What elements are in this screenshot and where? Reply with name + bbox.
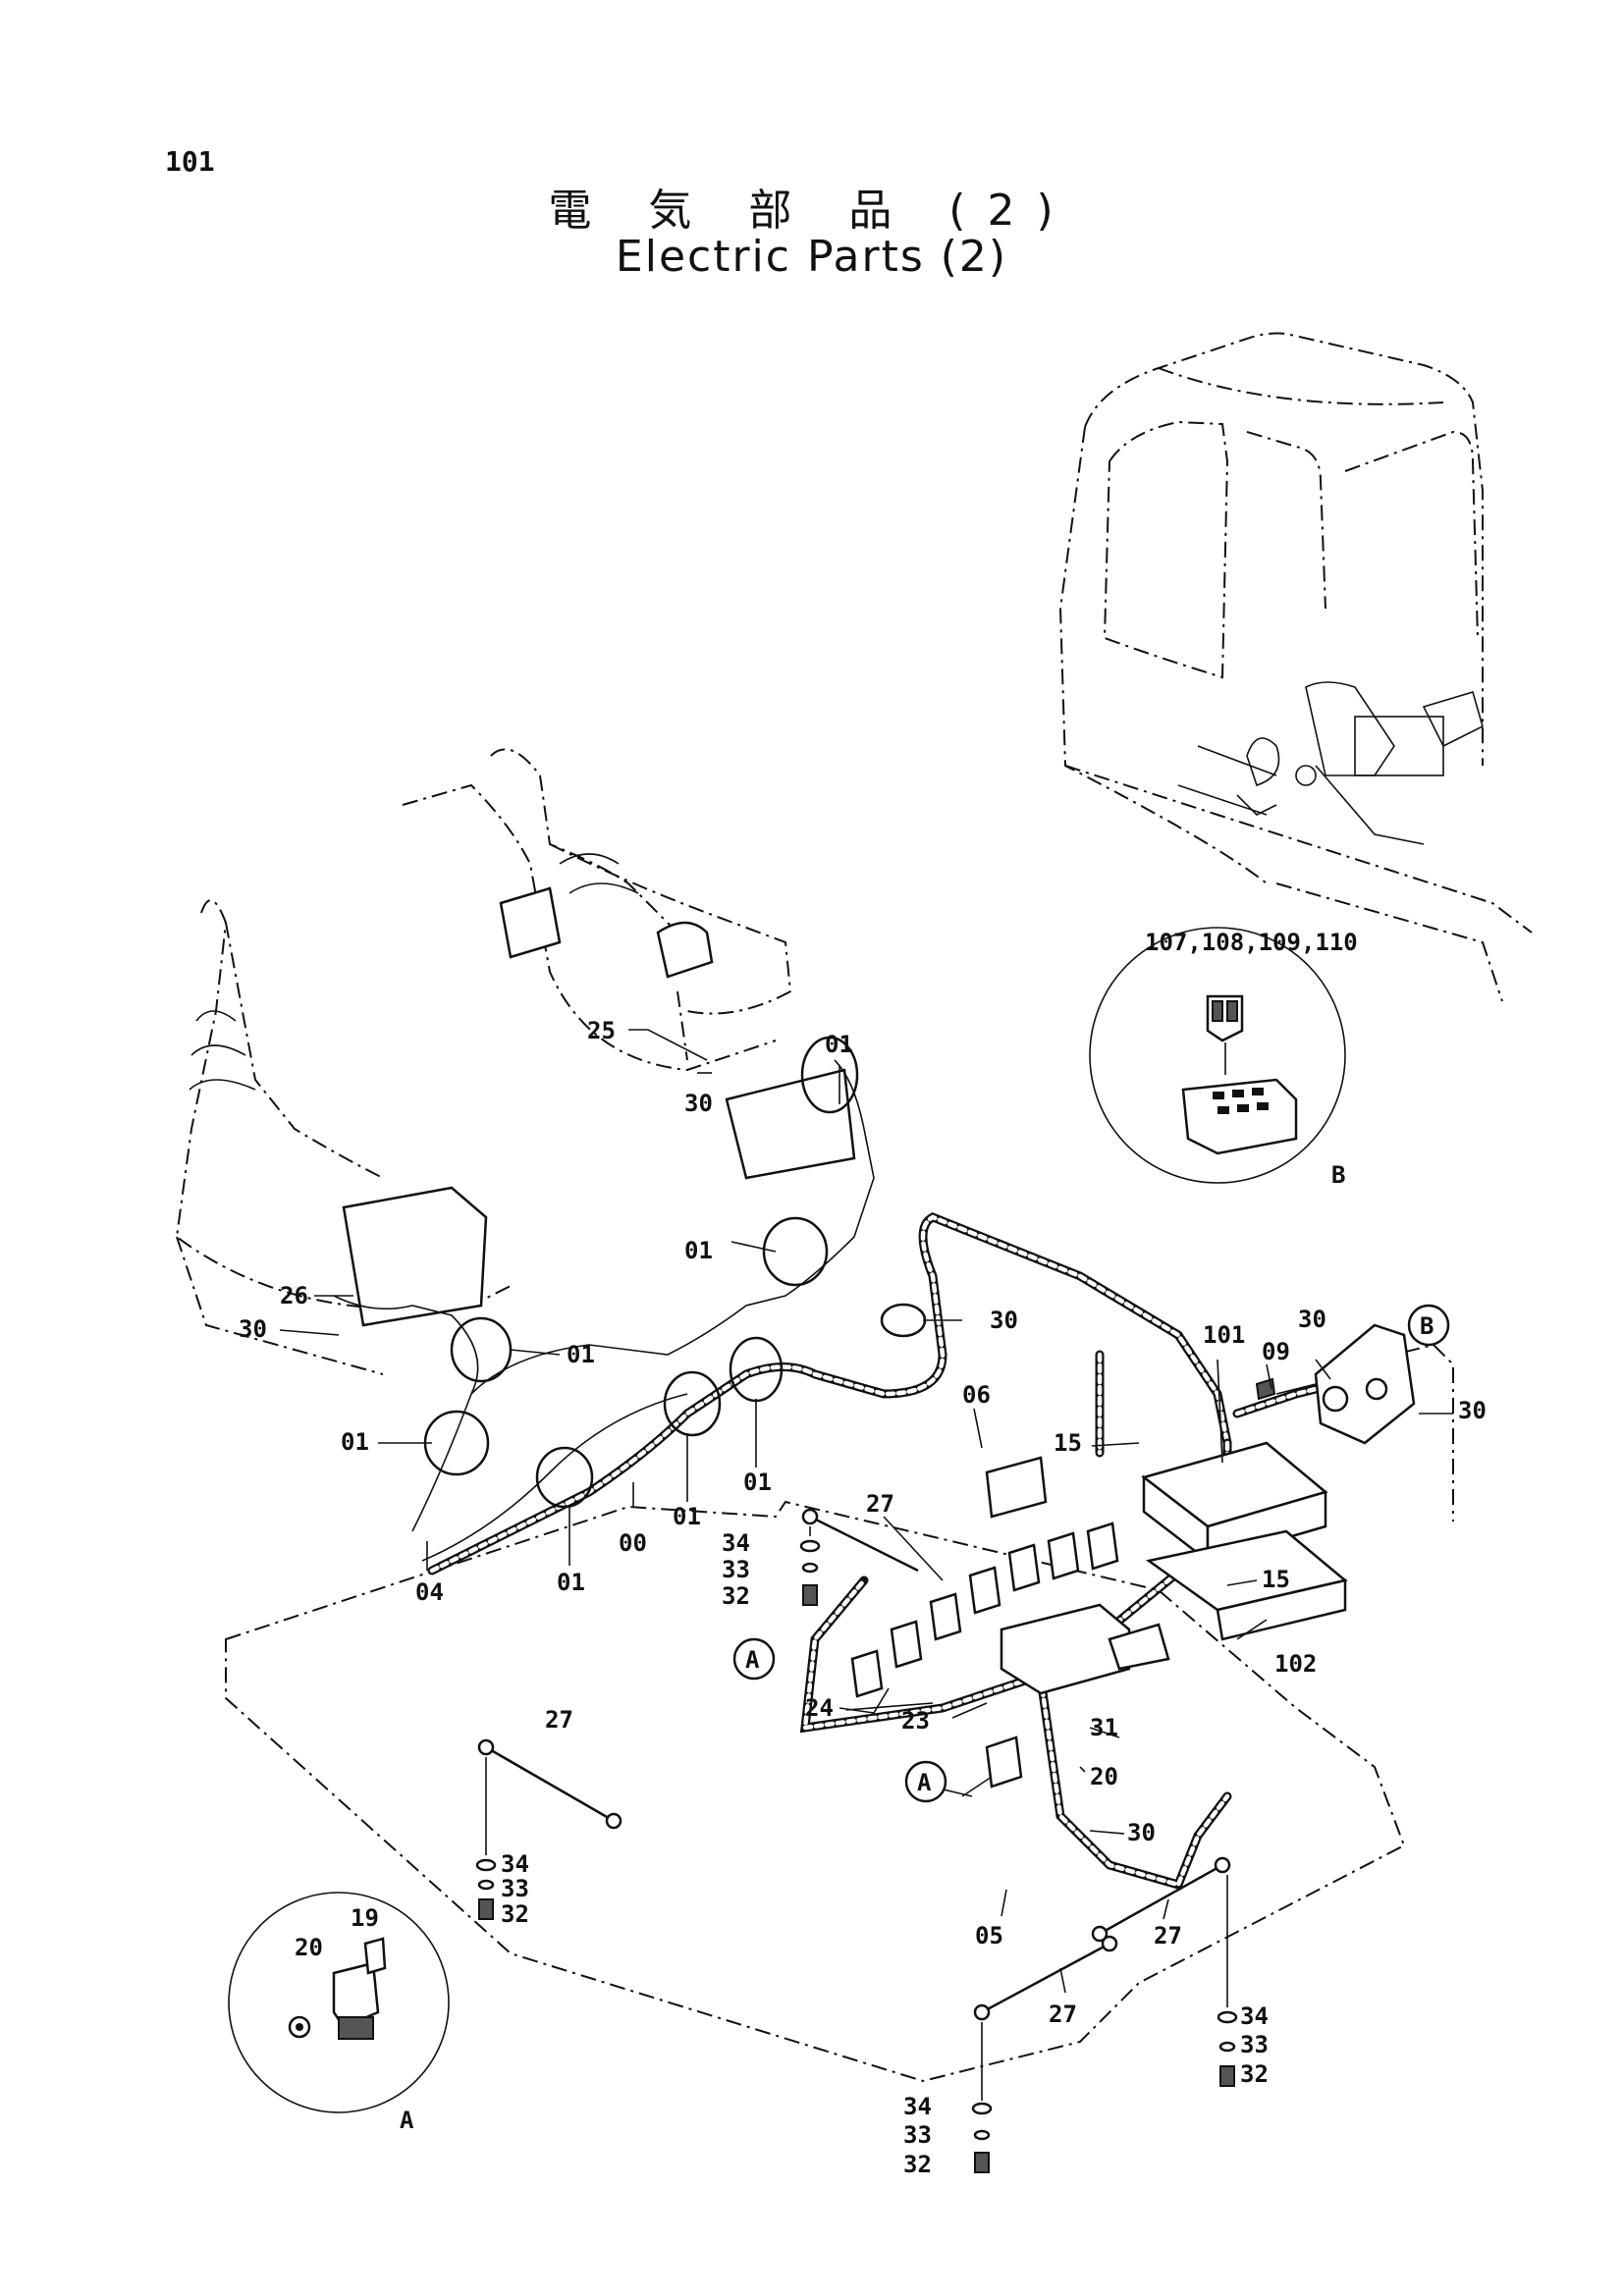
cab-illustration	[1058, 332, 1533, 1002]
part-label: 30	[684, 1090, 713, 1117]
main-harness	[333, 1059, 1380, 1891]
part-label: 30	[1127, 1819, 1156, 1846]
part-label: 33	[722, 1556, 750, 1583]
part-label: 01	[557, 1569, 585, 1596]
page-number: 101	[165, 145, 215, 178]
detail-a-label-20: 20	[295, 1934, 323, 1961]
part-label: 34	[722, 1529, 750, 1557]
part-label: 31	[1090, 1714, 1118, 1741]
part-label: 24	[805, 1694, 834, 1722]
part-label: 01	[341, 1428, 369, 1456]
part-label: 01	[743, 1468, 772, 1496]
part-label: 27	[1049, 2001, 1077, 2028]
part-label: 20	[1090, 1763, 1118, 1790]
part-label: 30	[239, 1315, 267, 1343]
right-lever-console	[402, 748, 856, 1180]
part-label: 33	[501, 1875, 529, 1902]
part-label: 30	[990, 1307, 1018, 1334]
part-label: 00	[619, 1529, 647, 1557]
hardware-stacks	[475, 1526, 1238, 2173]
part-label: 01	[825, 1031, 853, 1058]
part-label: 05	[975, 1922, 1003, 1949]
part-label: 23	[901, 1707, 930, 1735]
part-label: 09	[1262, 1338, 1290, 1365]
part-label: 01	[567, 1341, 595, 1368]
part-label: 27	[866, 1490, 894, 1518]
title-english: Electric Parts (2)	[615, 232, 1008, 282]
part-labels: 25 01 30 01 30 26 30 01 01 01 01 01 00 0…	[239, 1017, 1487, 2178]
part-label: 32	[722, 1582, 750, 1610]
part-label: 30	[1458, 1397, 1487, 1424]
part-label: 15	[1262, 1566, 1290, 1593]
ground-straps	[477, 1508, 1231, 2021]
part-label: 27	[1154, 1922, 1182, 1949]
part-label: 04	[415, 1578, 444, 1606]
title-japanese: 電 気 部 品 (2)	[548, 186, 1075, 236]
detail-view-a: 20 19 A	[228, 1892, 450, 2134]
left-lever-console	[175, 899, 512, 1375]
part-label: 34	[903, 2093, 932, 2120]
part-label: 33	[903, 2121, 932, 2149]
part-label: 32	[903, 2151, 932, 2178]
part-label: 102	[1274, 1650, 1317, 1678]
part-label: 26	[280, 1282, 308, 1309]
part-label: 32	[1240, 2060, 1269, 2088]
detail-a-key: A	[400, 2107, 414, 2134]
part-label: 30	[1298, 1306, 1326, 1333]
detail-a-label-19: 19	[351, 1904, 379, 1932]
detail-view-b: 107,108,109,110 B	[1089, 927, 1358, 1189]
floor-plate	[225, 1343, 1454, 2083]
controller-units	[985, 1441, 1348, 1695]
part-label: 01	[673, 1503, 701, 1530]
relay-row	[850, 1522, 1119, 1789]
detail-b-label: 107,108,109,110	[1145, 929, 1358, 956]
part-label: 25	[587, 1017, 616, 1044]
part-label: 34	[1240, 2002, 1269, 2030]
part-label: 06	[962, 1381, 991, 1409]
detail-b-key: B	[1331, 1161, 1345, 1189]
part-label: 101	[1203, 1321, 1245, 1349]
part-label: 27	[545, 1706, 573, 1734]
part-label: 32	[501, 1900, 529, 1928]
callout-b: B	[1420, 1312, 1434, 1340]
part-label: 01	[684, 1237, 713, 1264]
leader-lines	[279, 1029, 1453, 1994]
part-label: 33	[1240, 2031, 1269, 2058]
harness-clamps	[423, 1036, 927, 1509]
callout-a-2: A	[917, 1769, 932, 1796]
right-bracket	[1255, 1323, 1416, 1445]
part-label: 34	[501, 1850, 529, 1878]
callout-a-1: A	[745, 1646, 760, 1674]
callout-circles: B A A	[732, 1304, 1450, 1803]
part-label: 15	[1054, 1429, 1082, 1457]
